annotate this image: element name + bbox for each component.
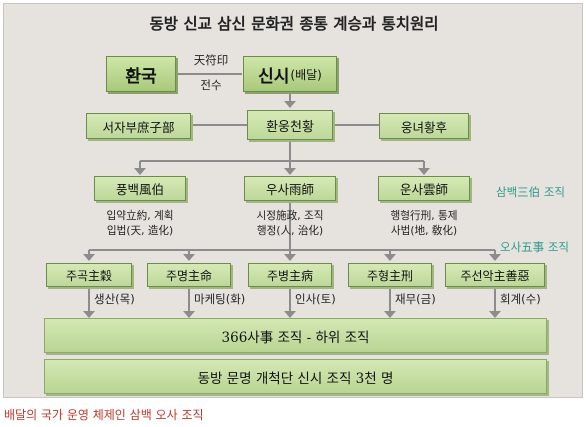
org-366-label: 366사事 조직 - 하위 조직 (221, 329, 370, 346)
sinsi-sub-label: (배달) (290, 67, 322, 82)
sinsi-label: 신시 (258, 66, 290, 87)
sambaek-desc-line: 행형行刑, 통제 (390, 210, 458, 222)
arrowhead-jumyeong (183, 254, 195, 261)
arrowhead-hwanung (284, 101, 296, 108)
transmit-bottom-label: 전수 (200, 78, 222, 92)
sambaek-desc-line: 사법(地, 敎化) (390, 225, 458, 237)
hwanguk-box: 환국 (106, 56, 176, 92)
osa-role: 생산(목) (94, 292, 135, 306)
org-366-bar: 366사事 조직 - 하위 조직 (44, 318, 547, 353)
sambaek-name: 운사雲師 (399, 182, 448, 197)
hwanung-label: 환웅천황 (266, 119, 314, 135)
sambaek-name: 우사雨師 (265, 182, 314, 197)
osa-role: 인사(토) (295, 292, 336, 306)
arrowhead-juhyeong (384, 254, 396, 261)
osa-box-jubyeong: 주병主病 (248, 263, 332, 287)
arrowhead-usa (284, 168, 296, 175)
ungnyeo-label: 웅녀황후 (400, 119, 447, 135)
figure-caption: 배달의 국가 운영 체제인 삼백 오사 조직 (4, 408, 204, 422)
sambaek-desc-pungbaek: 입약立約, 계획 입법(天, 造化) (90, 209, 190, 239)
connector-lines (83, 73, 501, 318)
sambaek-group-label: 삼백三伯 조직 (496, 185, 565, 199)
hwanguk-label: 환국 (125, 66, 157, 87)
arrowhead-juseonak (489, 254, 501, 261)
sambaek-box-pungbaek: 풍백風伯 (94, 176, 186, 201)
arrowhead-bar-5 (489, 311, 501, 318)
sambaek-desc-line: 입법(天, 造化) (106, 225, 174, 237)
arrowhead-bar-1 (83, 311, 95, 318)
diagram-frame: 동방 신교 삼신 문화권 종통 계승과 통치원리 환국 天符印 전수 신시 (배… (3, 3, 583, 398)
seoja-label: 서자부庶子部 (102, 119, 175, 135)
osa-name: 주병主病 (266, 268, 314, 283)
arrowhead-unsa (418, 168, 430, 175)
osa-group-label: 오사五事 조직 (500, 240, 569, 254)
sambaek-box-unsa: 운사雲師 (378, 176, 470, 201)
pioneer-label: 동방 문명 개척단 신시 조직 3천 명 (197, 370, 394, 387)
osa-name: 주형主刑 (366, 268, 414, 283)
osa-name: 주선악主善惡 (460, 268, 530, 283)
osa-box-jumyeong: 주명主命 (147, 263, 231, 287)
osa-role: 재무(금) (395, 292, 436, 306)
sambaek-box-usa: 우사雨師 (244, 176, 336, 201)
arrowhead-bar-3 (284, 311, 296, 318)
arrowhead-bar-4 (384, 311, 396, 318)
sambaek-desc-line: 시정施政, 조직 (256, 210, 324, 222)
arrowhead-jubyeong (284, 254, 296, 261)
sambaek-name: 풍백風伯 (115, 182, 164, 197)
sambaek-desc-unsa: 행형行刑, 통제 사법(地, 敎化) (374, 209, 474, 239)
arrowhead-pungbaek (134, 168, 146, 175)
osa-role: 회계(수) (500, 292, 541, 306)
arrowhead-bar-2 (183, 311, 195, 318)
osa-box-jugok: 주곡主穀 (46, 263, 132, 287)
diagram-title: 동방 신교 삼신 문화권 종통 계승과 통치원리 (149, 15, 439, 33)
sinsi-box: 신시 (배달) (243, 56, 337, 92)
sambaek-desc-line: 행정(人, 治化) (256, 225, 324, 237)
osa-role: 마케팅(화) (194, 292, 246, 306)
hwanung-box: 환웅천황 (247, 110, 333, 140)
sambaek-desc-usa: 시정施政, 조직 행정(人, 治化) (231, 209, 349, 239)
pioneer-bar: 동방 문명 개척단 신시 조직 3천 명 (44, 359, 547, 394)
arrowhead-jugok (83, 254, 95, 261)
sambaek-desc-line: 입약立約, 계획 (106, 210, 174, 222)
osa-box-juhyeong: 주형主刑 (348, 263, 432, 287)
osa-name: 주곡主穀 (65, 268, 113, 283)
transmit-top-label: 天符印 (193, 53, 229, 67)
osa-box-juseonak: 주선악主善惡 (445, 263, 545, 287)
osa-name: 주명主命 (165, 268, 213, 283)
ungnyeo-box: 웅녀황후 (379, 113, 469, 139)
seoja-box: 서자부庶子部 (86, 113, 191, 139)
